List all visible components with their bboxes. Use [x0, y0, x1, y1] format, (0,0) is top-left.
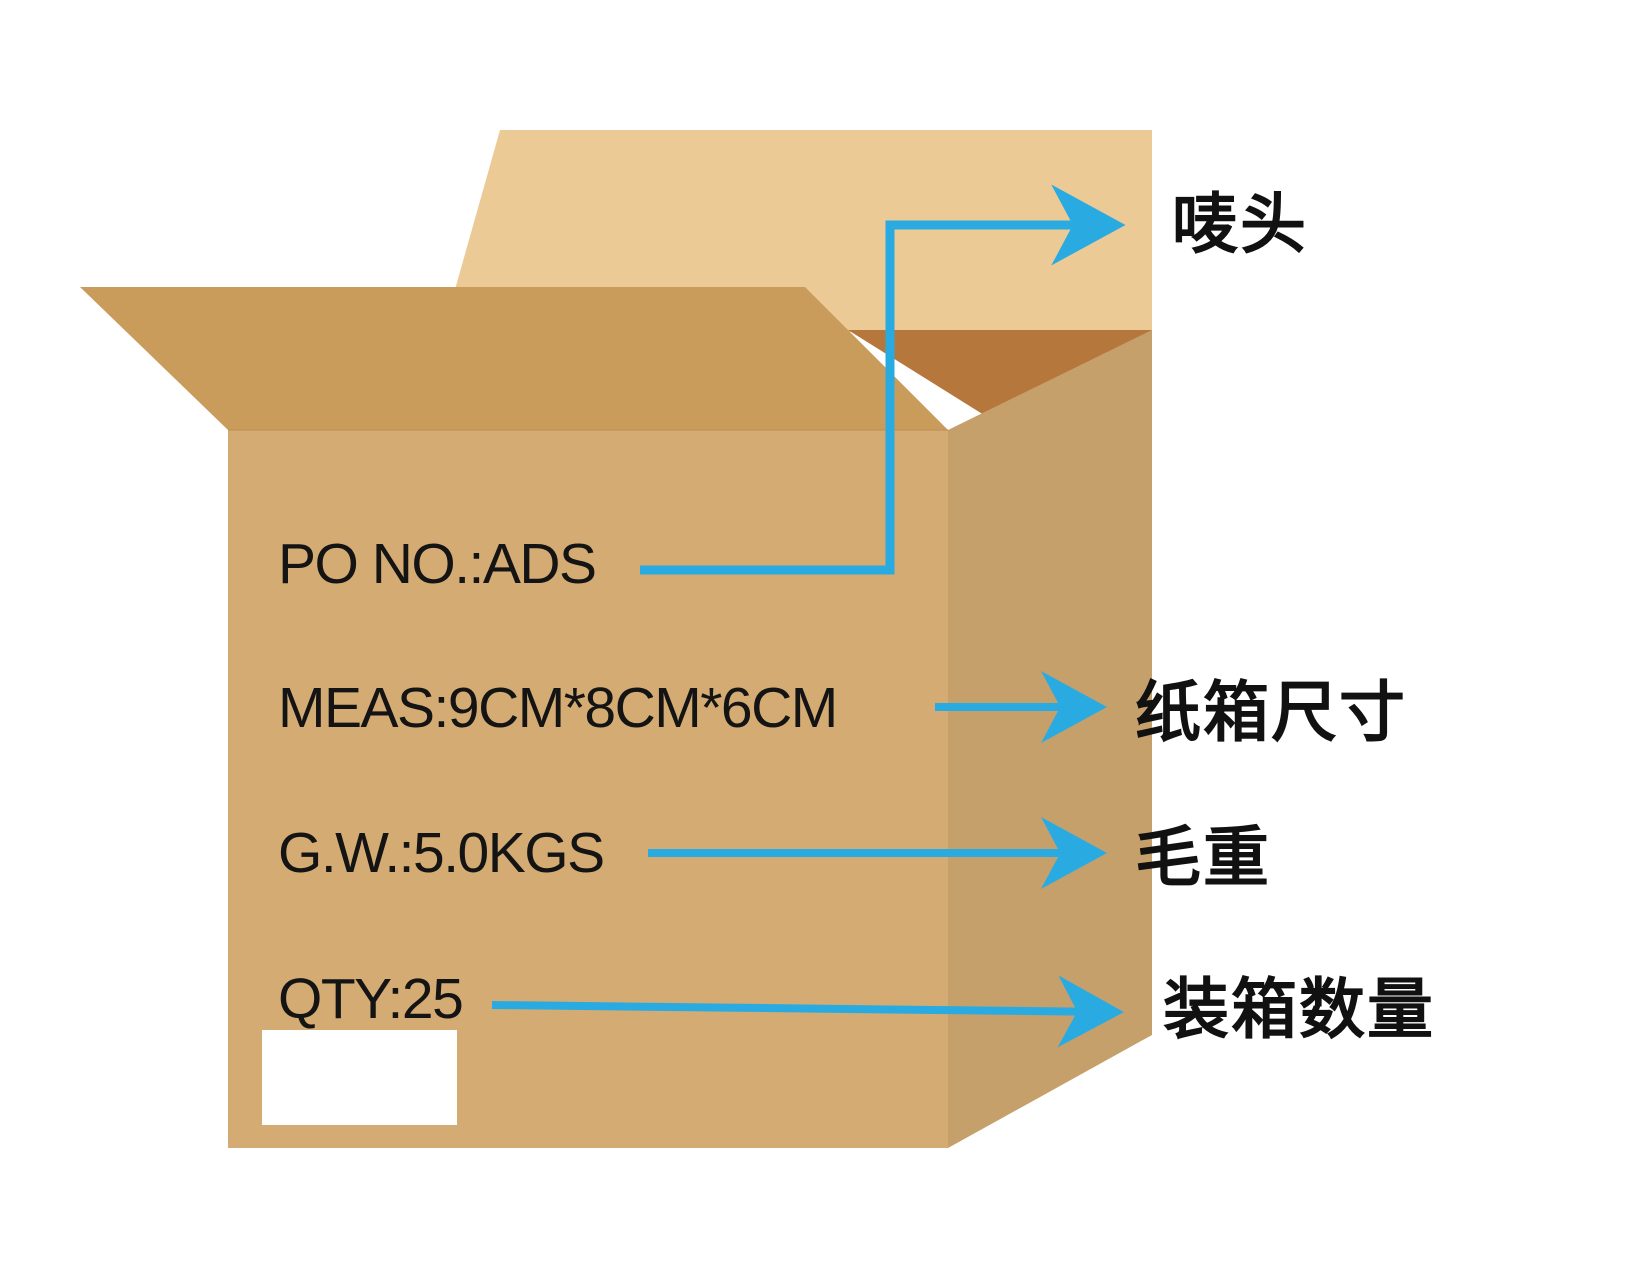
marking-gross-weight: G.W.:5.0KGS [278, 821, 604, 885]
carton-inner-shadow [848, 330, 1152, 425]
carton-front-panel [228, 430, 948, 1148]
cardboard-carton [80, 130, 1152, 1148]
annotation-mark: 唛头 [1172, 186, 1308, 263]
annotation-packing-qty: 装箱数量 [1163, 971, 1435, 1048]
annotation-carton-size: 纸箱尺寸 [1135, 674, 1407, 751]
annotation-gross-weight: 毛重 [1135, 819, 1271, 896]
marking-po-no: PO NO.:ADS [278, 532, 596, 596]
blank-shipping-label [262, 1030, 457, 1125]
carton-front-flap [80, 287, 948, 430]
marking-meas: MEAS:9CM*8CM*6CM [278, 676, 837, 740]
carton-side-panel [948, 330, 1152, 1148]
leader-line-qty [491, 975, 1124, 1048]
carton-top-rear-flap [443, 130, 1152, 332]
marking-qty: QTY:25 [278, 967, 462, 1031]
leader-line-mark [640, 184, 1126, 575]
